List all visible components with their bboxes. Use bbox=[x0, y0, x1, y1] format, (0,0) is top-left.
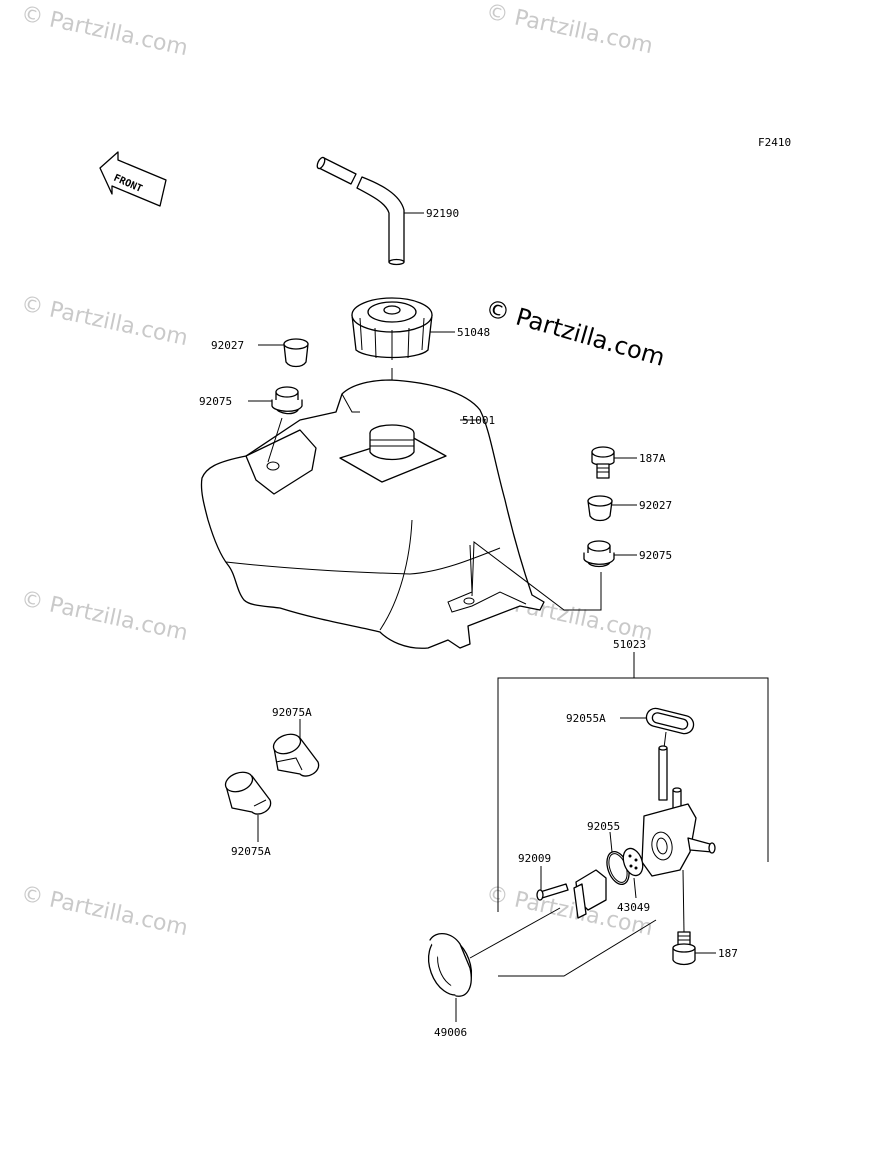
leader-filter bbox=[633, 877, 637, 899]
label-screw[interactable]: 92009 bbox=[518, 852, 551, 865]
collar-a-top-icon bbox=[272, 733, 320, 777]
bolt-bottom-icon bbox=[672, 931, 696, 966]
screw-icon bbox=[536, 883, 569, 901]
label-gasket-a[interactable]: 92055A bbox=[566, 712, 606, 725]
filter-icon bbox=[622, 847, 644, 877]
watermark-2: © Partzilla.com bbox=[484, 0, 655, 59]
copyright-text: © Partzilla.com bbox=[482, 294, 668, 372]
leader-grommet-tank bbox=[267, 417, 283, 463]
label-bolt-bottom[interactable]: 187 bbox=[718, 947, 738, 960]
label-filter[interactable]: 43049 bbox=[617, 901, 650, 914]
label-hose[interactable]: 92190 bbox=[426, 207, 459, 220]
label-collar-a-bottom[interactable]: 92075A bbox=[231, 845, 271, 858]
label-bolt-right[interactable]: 187A bbox=[639, 452, 666, 465]
gasket-a-icon bbox=[645, 707, 695, 735]
watermark-3: © Partzilla.com bbox=[19, 291, 190, 351]
leader-cock-bolt bbox=[682, 869, 685, 933]
bolt-right-icon bbox=[591, 446, 615, 479]
watermark-1: © Partzilla.com bbox=[19, 1, 190, 61]
grommet-top-icon bbox=[271, 386, 303, 415]
label-grommet-top[interactable]: 92075 bbox=[199, 395, 232, 408]
breather-hose-icon bbox=[316, 156, 405, 266]
label-tank[interactable]: 51001 bbox=[462, 414, 495, 427]
bracket-cock-assy-bottom bbox=[498, 919, 657, 977]
figure-code: F2410 bbox=[758, 136, 791, 149]
leader-damper-cock bbox=[469, 907, 561, 959]
label-grommet-right[interactable]: 92075 bbox=[639, 549, 672, 562]
fuel-tank-icon bbox=[200, 379, 545, 649]
bracket-cock-assy bbox=[497, 677, 769, 912]
watermark-4: © Partzilla.com bbox=[19, 586, 190, 646]
front-arrow-icon: FRONT bbox=[99, 151, 167, 207]
label-cock-assy[interactable]: 51023 bbox=[613, 638, 646, 651]
label-collar-a-top[interactable]: 92075A bbox=[272, 706, 312, 719]
fuel-cap-icon bbox=[351, 297, 433, 360]
lever-icon bbox=[573, 869, 607, 919]
collar-top-icon bbox=[283, 338, 309, 368]
grommet-right-icon bbox=[583, 540, 615, 568]
label-collar-right[interactable]: 92027 bbox=[639, 499, 672, 512]
fuel-cock-icon bbox=[641, 745, 716, 877]
label-cap[interactable]: 51048 bbox=[457, 326, 490, 339]
damper-icon bbox=[427, 933, 473, 997]
label-collar-top[interactable]: 92027 bbox=[211, 339, 244, 352]
label-oring[interactable]: 92055 bbox=[587, 820, 620, 833]
leader-gasket-a-cock bbox=[663, 731, 667, 749]
collar-right-icon bbox=[587, 495, 613, 522]
leader-oring bbox=[609, 831, 613, 853]
watermark-6: © Partzilla.com bbox=[19, 881, 190, 941]
leader-grommet-right-tank bbox=[471, 541, 602, 611]
collar-a-bottom-icon bbox=[224, 771, 272, 815]
label-damper[interactable]: 49006 bbox=[434, 1026, 467, 1039]
